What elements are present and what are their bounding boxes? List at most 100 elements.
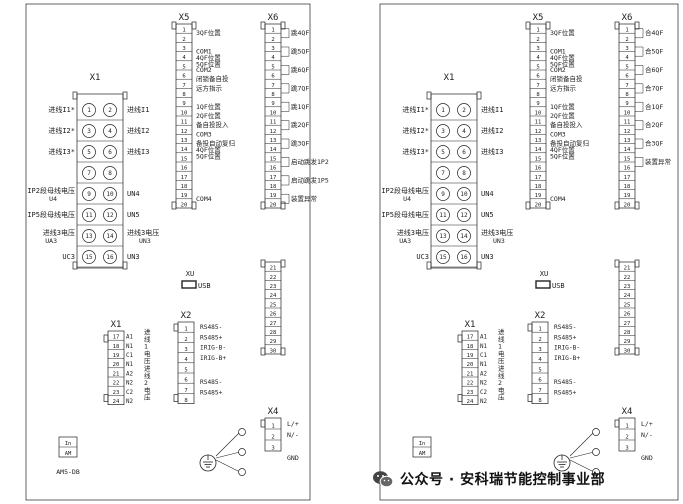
terminal-number: 10 [535, 110, 542, 116]
x4-label: GND [287, 454, 299, 462]
terminal-number: 3 [625, 46, 628, 52]
x6-signal-label: 装置异常 [645, 157, 671, 166]
terminal-number: 5 [538, 367, 541, 373]
x1-lower-terminal-block: X11718192021222324A1N1C1N1A2N2C2N2进线1电压进… [103, 320, 151, 405]
terminal-number: 15 [270, 156, 277, 162]
x2-signal-label: RS485- [554, 379, 576, 386]
terminal-number: 12 [535, 129, 542, 135]
fan-terminal [238, 468, 246, 476]
x1-left-label: U4 [403, 195, 411, 203]
terminal-number: 22 [467, 381, 474, 387]
terminal-number: 1 [536, 28, 539, 34]
terminal-number: 24 [624, 293, 631, 299]
terminal-number: 22 [624, 275, 631, 281]
terminal-10 [457, 187, 471, 201]
fan-line [569, 431, 595, 457]
connector-tab [173, 394, 179, 402]
x4-label: N/- [641, 431, 653, 439]
terminal-number: 6 [462, 149, 466, 156]
terminal-number: 1 [625, 28, 628, 34]
terminal-number: 13 [439, 233, 447, 240]
usb-icon [181, 280, 197, 289]
terminal-number: 3 [271, 445, 274, 451]
x1-lower-vertical-label: 线 [498, 334, 505, 343]
terminal-number: 19 [181, 193, 188, 199]
terminal-number: 12 [106, 212, 114, 219]
x5-signal-label: COM3 [196, 130, 212, 138]
fan-line [215, 451, 241, 459]
terminal-number: 21 [467, 371, 474, 377]
terminal-16 [103, 250, 117, 264]
x1-left-label: 进线I1* [48, 105, 75, 114]
terminal-number: 2 [271, 434, 274, 440]
pin-label: A2 [126, 371, 133, 377]
x1-left-label: IP5段母线电压 [381, 210, 429, 219]
pin-label: N1 [126, 344, 133, 350]
x1-lower-vertical-label: 1 [144, 343, 148, 351]
x1-lower-vertical-label: 进 [498, 365, 505, 373]
terminal-number: 15 [181, 156, 188, 162]
terminal-number: 18 [535, 184, 542, 190]
terminal-number: 21 [113, 371, 120, 377]
terminal-number: 13 [181, 138, 188, 144]
x2-signal-label: RS485+ [554, 389, 577, 396]
connector-tab [476, 261, 482, 270]
x1-lower-vertical-label: 压 [498, 357, 505, 365]
terminal-12 [103, 208, 117, 222]
x4-label: N/- [287, 431, 299, 439]
terminal-number: 2 [538, 337, 541, 343]
x5-signal-label: COM4 [550, 195, 566, 203]
x1-left-label: IP2段母线电压 [381, 186, 429, 195]
x6-signal-label: 合7QF [645, 83, 663, 92]
x5-signal-label: 5QF位置 [550, 151, 575, 160]
terminal-number: 12 [181, 129, 188, 135]
terminal-number: 5 [441, 149, 445, 156]
terminal-number: 27 [624, 321, 631, 327]
terminal-number: 17 [624, 175, 631, 181]
usb-label: USB [552, 282, 565, 290]
x1-left-label: UA3 [45, 237, 57, 245]
terminal-number: 24 [113, 399, 120, 405]
connector-tab [457, 394, 463, 402]
x5-terminal-block: X512345678910111213141516171819203QF位置CO… [525, 13, 589, 210]
x4-strip: 123 [618, 417, 636, 451]
pin-label: C1 [480, 353, 487, 359]
x6-signal-label: 启动跳发1P5 [291, 175, 329, 184]
panel-frame [379, 3, 679, 501]
x2-signal-label: RS485- [200, 379, 222, 386]
x1-right-label: UN5 [127, 211, 140, 219]
x1-right-label: UN3 [127, 253, 140, 261]
x1-frame [76, 93, 124, 269]
x6-terminal-block: X612345678910111213141516171819202122232… [260, 13, 329, 356]
x6-signal-label: 合5QF [645, 47, 663, 56]
terminal-number: 23 [270, 284, 277, 290]
terminal-number: 14 [460, 233, 468, 240]
pin-label: A1 [126, 335, 133, 341]
x5-signal-label: 3QF位置 [196, 28, 221, 37]
x5-signal-label: 5QF位置 [550, 59, 575, 68]
pin-label: N2 [480, 381, 487, 387]
terminal-number: 4 [182, 55, 186, 61]
terminal-number: 3 [625, 445, 628, 451]
terminal-number: 9 [87, 191, 91, 198]
fan-terminal [238, 448, 246, 456]
pin-label: C1 [126, 353, 133, 359]
fuse-top-label: In [419, 441, 426, 447]
x1-left-label: 进线3电压 [397, 228, 429, 237]
x6-signal-label: 合3QF [645, 139, 663, 148]
terminal-number: 8 [184, 398, 188, 404]
terminal-number: 22 [113, 381, 120, 387]
terminal-number: 5 [271, 64, 274, 70]
terminal-number: 7 [271, 83, 274, 89]
terminal-number: 11 [535, 120, 542, 126]
x1-left-label: U4 [49, 195, 57, 203]
x2-terminal-block: X212345678RS485-RS485+IRIG-B-IRIG-B+RS48… [527, 311, 580, 404]
pin-label: N2 [126, 381, 133, 387]
terminal-number: 11 [85, 212, 93, 219]
